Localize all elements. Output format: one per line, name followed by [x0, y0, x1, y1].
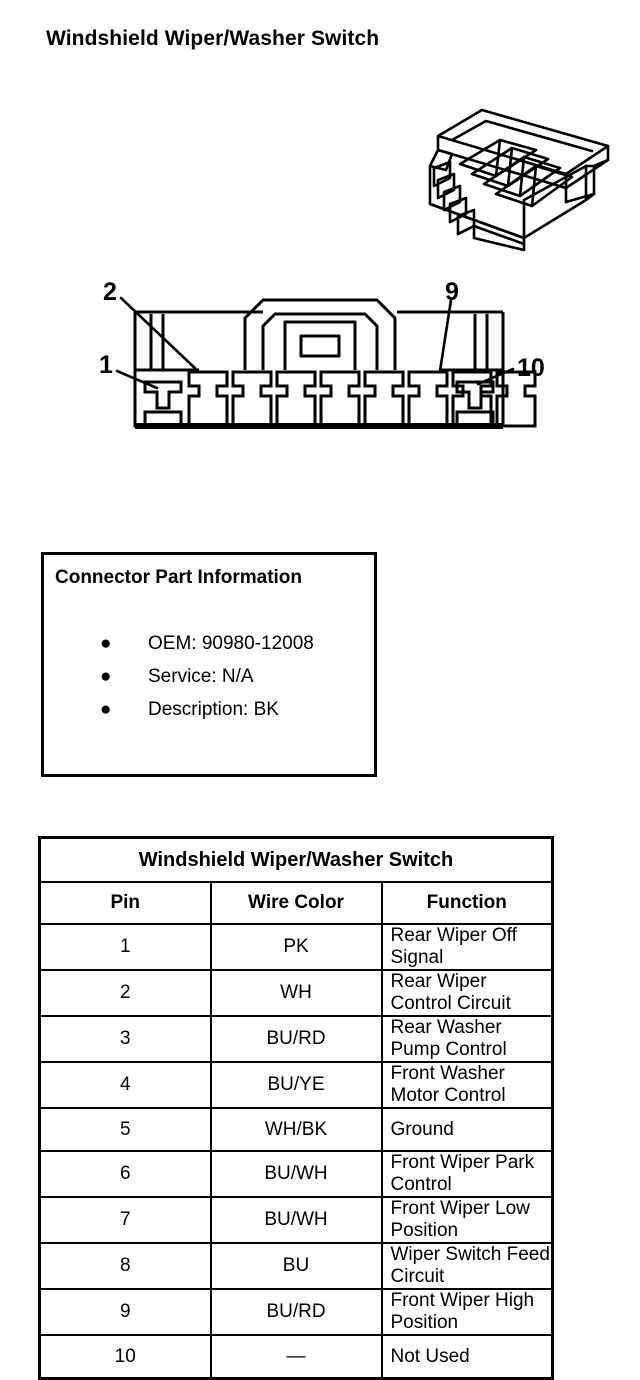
- cell-pin: 6: [38, 1150, 212, 1198]
- cell-wire: PK: [209, 923, 383, 971]
- cell-wire: WH/BK: [209, 1107, 383, 1152]
- cell-pin: 10: [38, 1334, 212, 1380]
- part-info-item-oem: ● OEM: 90980-12008: [44, 627, 374, 660]
- part-info-item-description: ● Description: BK: [44, 693, 374, 726]
- bullet-icon: ●: [100, 699, 112, 720]
- table-row: 2 WH Rear Wiper Control Circuit: [38, 969, 554, 1017]
- cell-pin: 2: [38, 969, 212, 1017]
- connector-isometric-figure: [416, 104, 622, 252]
- table-row: 10 — Not Used: [38, 1334, 554, 1380]
- callout-label-2: 2: [103, 278, 117, 306]
- part-info-service-text: Service: N/A: [148, 666, 254, 687]
- connector-isometric-icon: [428, 108, 610, 252]
- cell-function: Front Wiper Low Position: [380, 1196, 554, 1244]
- cell-pin: 9: [38, 1288, 212, 1336]
- column-header-wire-color: Wire Color: [209, 881, 383, 925]
- cell-function: Not Used: [380, 1334, 554, 1380]
- cell-function: Rear Washer Pump Control: [380, 1015, 554, 1063]
- part-info-item-service: ● Service: N/A: [44, 660, 374, 693]
- cell-wire: BU/YE: [209, 1061, 383, 1109]
- table-row: 8 BU Wiper Switch Feed Circuit: [38, 1242, 554, 1290]
- cell-wire: —: [209, 1334, 383, 1380]
- connector-face-icon: 2 1 9 10: [99, 278, 545, 429]
- cell-pin: 1: [38, 923, 212, 971]
- table-row: 3 BU/RD Rear Washer Pump Control: [38, 1015, 554, 1063]
- cell-pin: 4: [38, 1061, 212, 1109]
- table-row: 6 BU/WH Front Wiper Park Control: [38, 1150, 554, 1198]
- cell-function: Wiper Switch Feed Circuit: [380, 1242, 554, 1290]
- cell-pin: 3: [38, 1015, 212, 1063]
- table-row: 5 WH/BK Ground: [38, 1107, 554, 1152]
- bullet-icon: ●: [100, 633, 112, 654]
- part-info-oem-text: OEM: 90980-12008: [148, 633, 314, 654]
- table-row: 7 BU/WH Front Wiper Low Position: [38, 1196, 554, 1244]
- cell-pin: 8: [38, 1242, 212, 1290]
- column-header-function: Function: [380, 881, 554, 925]
- connector-face-figure: 2 1 9 10: [95, 278, 550, 443]
- part-info-description-text: Description: BK: [148, 699, 279, 720]
- part-info-title: Connector Part Information: [55, 567, 303, 588]
- cell-function: Rear Wiper Off Signal: [380, 923, 554, 971]
- pinout-table-title: Windshield Wiper/Washer Switch: [38, 836, 554, 883]
- cell-function: Front Washer Motor Control: [380, 1061, 554, 1109]
- cell-wire: BU/WH: [209, 1150, 383, 1198]
- pinout-table-body: Windshield Wiper/Washer Switch Pin Wire …: [38, 836, 554, 1380]
- callout-label-9: 9: [445, 278, 459, 306]
- table-row: 4 BU/YE Front Washer Motor Control: [38, 1061, 554, 1109]
- cell-function: Rear Wiper Control Circuit: [380, 969, 554, 1017]
- connector-part-information-box: Connector Part Information ● OEM: 90980-…: [41, 552, 377, 777]
- bullet-icon: ●: [100, 666, 112, 687]
- callout-label-1: 1: [99, 351, 113, 379]
- pinout-table-header-row: Pin Wire Color Function: [38, 881, 554, 925]
- cell-pin: 5: [38, 1107, 212, 1152]
- cell-wire: WH: [209, 969, 383, 1017]
- pinout-table-title-row: Windshield Wiper/Washer Switch: [38, 836, 554, 883]
- pinout-table: Windshield Wiper/Washer Switch Pin Wire …: [38, 836, 554, 1380]
- cell-wire: BU/RD: [209, 1015, 383, 1063]
- cell-wire: BU: [209, 1242, 383, 1290]
- table-row: 1 PK Rear Wiper Off Signal: [38, 923, 554, 971]
- cell-wire: BU/WH: [209, 1196, 383, 1244]
- table-row: 9 BU/RD Front Wiper High Position: [38, 1288, 554, 1336]
- callout-label-10: 10: [517, 354, 545, 382]
- cell-function: Ground: [380, 1107, 554, 1152]
- cell-function: Front Wiper High Position: [380, 1288, 554, 1336]
- column-header-pin: Pin: [38, 881, 212, 925]
- cell-wire: BU/RD: [209, 1288, 383, 1336]
- cell-pin: 7: [38, 1196, 212, 1244]
- cell-function: Front Wiper Park Control: [380, 1150, 554, 1198]
- page-title: Windshield Wiper/Washer Switch: [46, 27, 380, 50]
- part-info-list: ● OEM: 90980-12008 ● Service: N/A ● Desc…: [44, 627, 374, 726]
